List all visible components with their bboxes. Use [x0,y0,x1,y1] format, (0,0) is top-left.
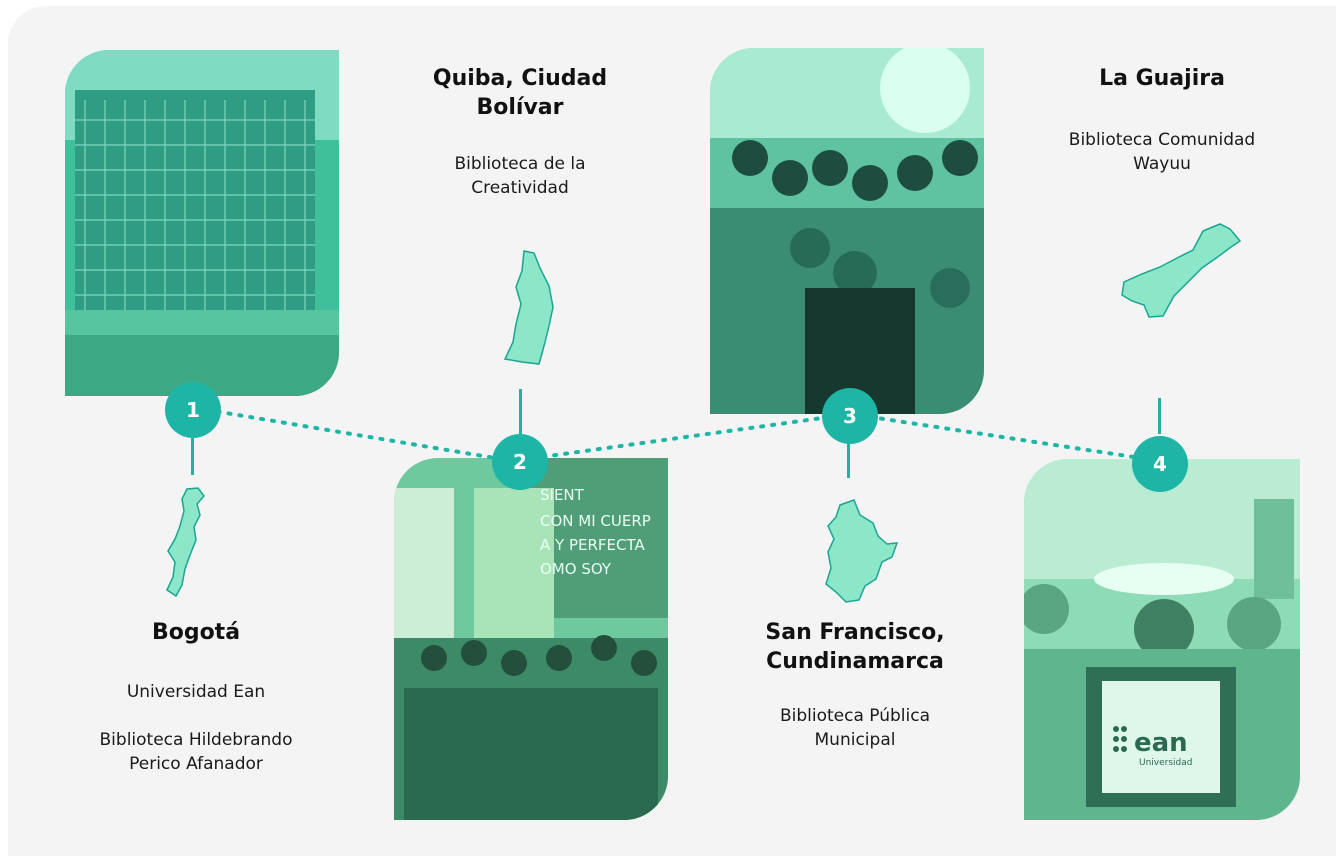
la-guajira-map [1121,223,1242,318]
ean-building-photo [65,50,339,396]
svg-text:OMO SOY: OMO SOY [540,560,612,578]
marker-1: 1 [165,382,221,438]
stop-desc-quiba: Biblioteca de la Creatividad [440,152,600,200]
stop-title-la-guajira: La Guajira [1099,66,1225,91]
journey-panel: SIENT CON MI CUERP A Y PERFECTA OMO SOY [8,6,1336,856]
marker-4: 4 [1132,436,1188,492]
stop-title-san-francisco: San Francisco, Cundinamarca [765,620,945,674]
bogota-line-2: Biblioteca Hildebrando Perico Afanador [99,730,293,774]
cundinamarca-map [825,499,899,603]
stop-title-bogota: Bogotá [151,620,241,645]
stem-2 [519,389,522,434]
bogota-map [166,487,205,598]
mural-text: SIENT [540,486,585,504]
path-overlay [166,223,1242,603]
stem-3 [847,436,850,478]
volunteers-group-photo [710,48,984,414]
stem-4 [1158,398,1161,434]
wayuu-community-photo: ean Universidad [1024,459,1300,820]
san-francisco-line-1: Biblioteca Pública Municipal [779,706,931,750]
ean-logo-subtext: Universidad [1139,758,1193,768]
dotted-route-path [194,406,1162,464]
quiba-line-1: Biblioteca de la Creatividad [454,154,586,198]
stem-1 [191,429,194,475]
stop-title-quiba: Quiba, Ciudad Bolívar [432,66,608,120]
ciudad-bolivar-map [503,250,554,365]
students-group-photo: SIENT CON MI CUERP A Y PERFECTA OMO SOY [394,458,668,820]
svg-text:CON MI CUERP: CON MI CUERP [540,512,651,530]
marker-3: 3 [822,388,878,444]
ean-logo-text: ean [1134,728,1188,758]
marker-2: 2 [492,434,548,490]
svg-text:A Y PERFECTA: A Y PERFECTA [540,536,645,554]
stop-desc-bogota: Universidad Ean Biblioteca Hildebrando P… [96,680,296,776]
bogota-line-1: Universidad Ean [126,682,266,702]
stop-desc-la-guajira: Biblioteca Comunidad Wayuu [1067,128,1257,176]
la-guajira-line-1: Biblioteca Comunidad Wayuu [1068,130,1256,174]
stop-desc-san-francisco: Biblioteca Pública Municipal [765,704,945,752]
